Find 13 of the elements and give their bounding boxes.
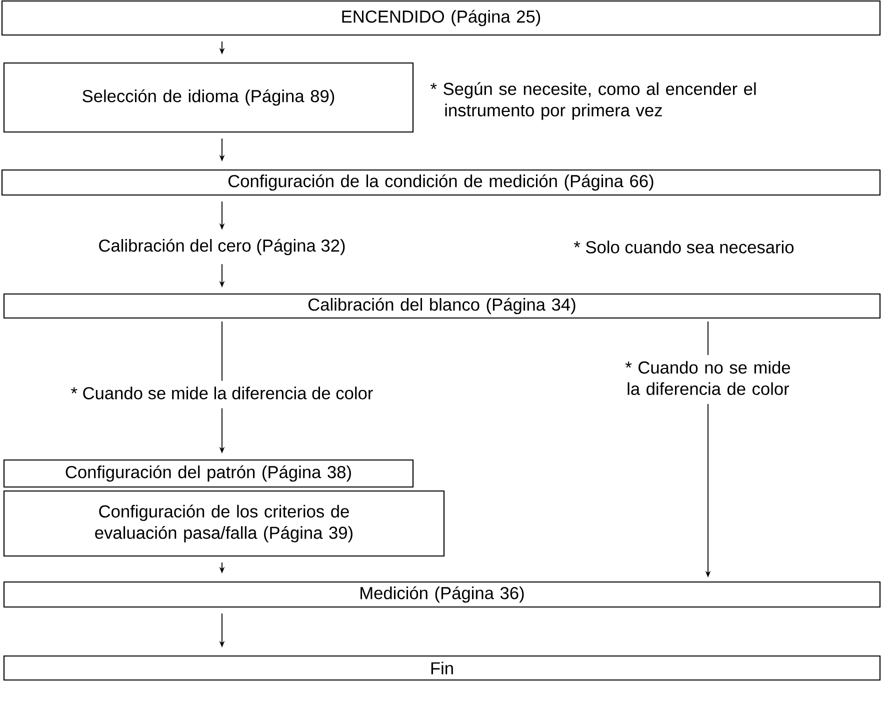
- note-text: * Según se necesite, como al encender el instrumento por primera vez: [430, 82, 756, 120]
- process-box: Fin: [3, 655, 881, 681]
- process-box: Selección de idioma (Página 89): [3, 62, 414, 133]
- process-box: Configuración de la condición de medición (Página 66): [1, 169, 881, 196]
- process-box: Calibración del blanco (Página 34): [3, 293, 881, 319]
- process-box: Configuración del patrón (Página 38): [3, 459, 414, 488]
- process-box: Configuración de los criterios de evaluación pasa/falla (Página 39): [3, 490, 445, 557]
- note-text: * Solo cuando sea necesario: [574, 240, 794, 254]
- step-text: * Cuando no se mide la diferencia de color: [625, 360, 790, 396]
- process-box: Medición (Página 36): [3, 581, 881, 608]
- process-box: ENCENDIDO (Página 25): [1, 0, 881, 36]
- step-text: * Cuando se mide la diferencia de color: [71, 386, 373, 400]
- step-text: Calibración del cero (Página 32): [99, 238, 345, 256]
